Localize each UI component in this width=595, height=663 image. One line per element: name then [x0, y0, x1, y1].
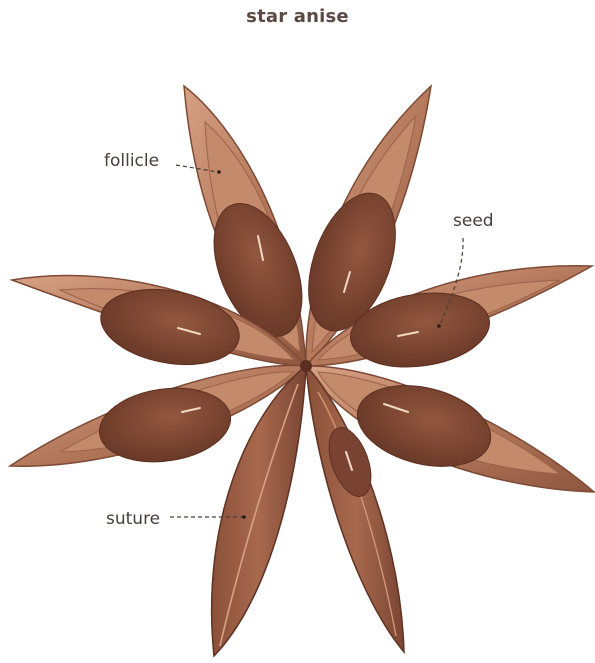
- label-suture: suture: [106, 509, 160, 529]
- label-seed: seed: [453, 211, 494, 231]
- label-follicle: follicle: [104, 151, 159, 171]
- center-point: [300, 360, 312, 372]
- diagram-title: star anise: [0, 6, 595, 27]
